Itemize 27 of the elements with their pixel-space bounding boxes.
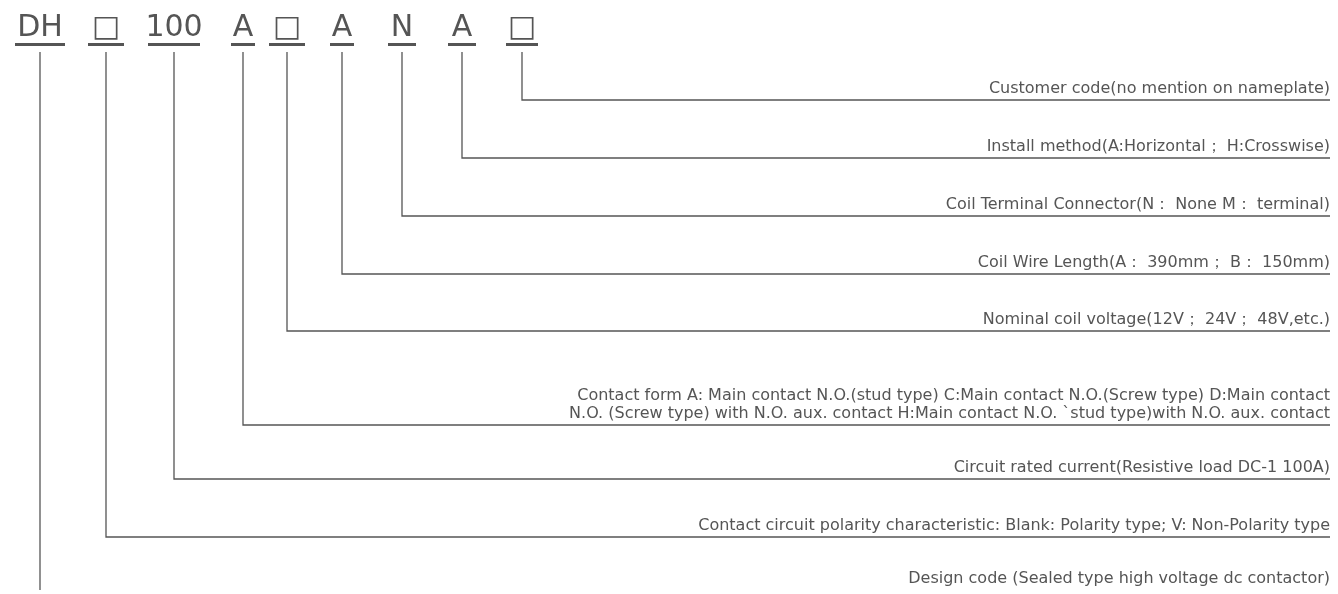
code-segment: A	[330, 8, 354, 46]
code-segment: DH	[15, 8, 65, 46]
leader-line	[105, 51, 1331, 538]
code-segment: N	[388, 8, 416, 46]
code-segment: A	[448, 8, 476, 46]
leader-line	[341, 51, 1331, 275]
code-segment: □	[88, 8, 124, 46]
code-segment: 100	[148, 8, 200, 46]
leader-line	[521, 51, 1331, 101]
code-segment: A	[231, 8, 255, 46]
leader-line	[286, 51, 1331, 332]
leader-line	[401, 51, 1331, 217]
description-text: Coil Terminal Connector(N： None M： terminal)	[937, 195, 1330, 216]
leader-line	[39, 51, 41, 591]
description-text: Coil Wire Length(A： 390mm； B： 150mm)	[969, 253, 1330, 274]
description-text: Contact circuit polarity characteristic: Blank: Polarity type; V: Non-Polarity type	[690, 516, 1330, 537]
description-text: Customer code(no mention on nameplate)	[980, 79, 1330, 100]
description-text: Design code (Sealed type high voltage dc contactor)	[900, 569, 1330, 590]
description-text: Install method(A:Horizontal； H:Crosswise)	[978, 137, 1330, 158]
code-segment: □	[506, 8, 538, 46]
leader-line	[242, 51, 1331, 426]
code-segment: □	[269, 8, 305, 46]
description-text: Contact form A: Main contact N.O.(stud type) C:Main contact N.O.(Screw type) D:Main contact N.O. (Screw type) with N.O. aux. contact H:Main contact N.O. `stud type)with N.O. aux. contact	[550, 386, 1330, 425]
description-text: Nominal coil voltage(12V； 24V； 48V,etc.)	[974, 310, 1330, 331]
description-text: Circuit rated current(Resistive load DC-1 100A)	[945, 458, 1330, 479]
leader-line	[461, 51, 1331, 159]
leader-line	[173, 51, 1331, 480]
